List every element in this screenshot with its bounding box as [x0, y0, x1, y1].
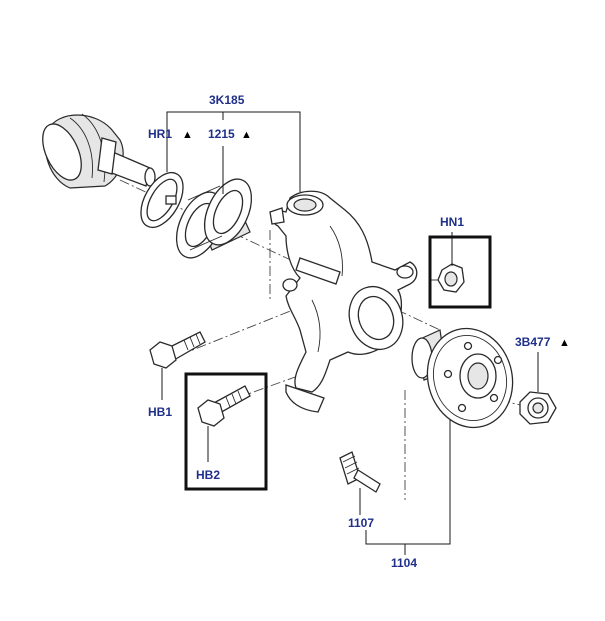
label-1215: 1215: [208, 127, 235, 141]
label-3b477: 3B477: [515, 335, 551, 349]
wheel-stud: [339, 451, 381, 493]
nut-hn1: [437, 263, 465, 293]
drive-shaft-joint: [42, 113, 156, 189]
bolt-hb2: [197, 385, 251, 427]
wheel-bearing: [175, 178, 253, 259]
wheel-hub: [411, 327, 514, 429]
label-1107: 1107: [348, 516, 374, 530]
label-hr1: HR1: [148, 127, 172, 141]
label-hn1: HN1: [440, 215, 464, 229]
steering-knuckle: [269, 190, 418, 413]
warning-triangle-icon: ▲: [241, 129, 252, 141]
highlight-box-hn1: [428, 235, 492, 309]
label-hb2: HB2: [196, 468, 220, 482]
hub-nut: [519, 391, 557, 425]
warning-triangle-icon: ▲: [559, 337, 570, 349]
highlight-box-hb2: [184, 372, 268, 491]
bolt-hb1: [149, 331, 206, 369]
retaining-ring: [140, 172, 184, 228]
label-hb1: HB1: [148, 405, 172, 419]
label-3k185: 3K185: [209, 93, 245, 107]
warning-triangle-icon: ▲: [182, 129, 193, 141]
label-1104: 1104: [391, 556, 417, 570]
